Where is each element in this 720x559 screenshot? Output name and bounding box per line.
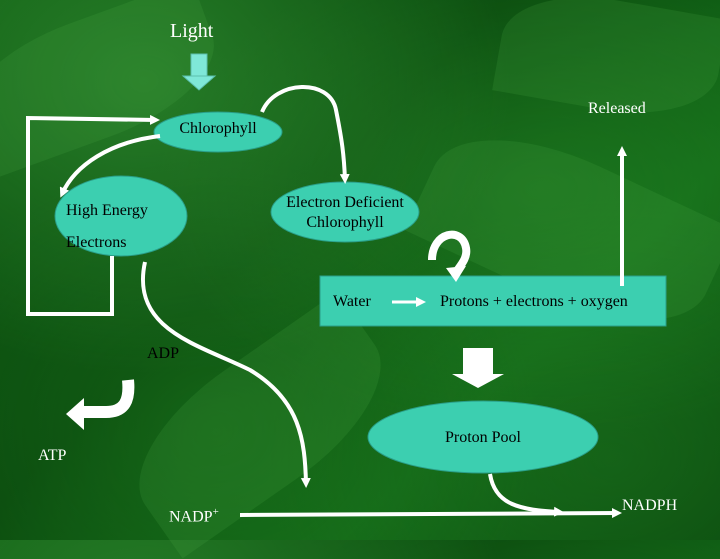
proton-pool-to-nadph-arrow [488,473,564,517]
nadph-label: NADPH [622,497,678,514]
atp-label: ATP [38,447,67,464]
nadp-to-nadph-arrow [239,508,622,519]
electrons-label: Electrons [66,234,127,251]
released-label: Released [588,100,646,117]
high-energy-node [54,175,188,257]
adp-to-atp-arrowhead [66,398,84,430]
water-products-box [319,275,667,327]
chlorophyll-label: Chlorophyll [179,120,257,137]
photosynthesis-diagram [26,53,667,519]
water-cycle-arrowhead [446,266,466,282]
high-energy-label: High Energy [66,202,148,219]
chlorophyll-node [153,111,283,153]
return-loop-arrow [26,114,160,316]
water-cycle-arrow [428,230,471,275]
electron-deficient-label: Electron Deficient Chlorophyll [272,193,418,233]
electron-deficient-line1: Electron Deficient [286,194,404,211]
proton-pool-label: Proton Pool [444,429,521,446]
nadp-label: NADP+ [169,503,219,526]
chlorophyll-to-deficient-arrow [260,85,350,184]
proton-pool-node [367,400,599,474]
chlorophyll-to-high-energy-arrow [59,134,161,198]
products-label: Protons + electrons + oxygen [440,293,628,310]
adp-to-atp-arrow [82,379,135,418]
electron-deficient-line2: Chlorophyll [306,214,384,231]
nadp-superscript: + [212,506,219,518]
electrons-to-nadp-arrow [141,261,311,488]
adp-label: ADP [147,345,180,362]
light-label: Light [170,20,214,42]
to-proton-pool-arrow-icon [452,348,504,388]
water-label: Water [333,293,371,310]
light-arrow-icon [181,53,217,91]
nadp-text: NADP [169,508,213,526]
